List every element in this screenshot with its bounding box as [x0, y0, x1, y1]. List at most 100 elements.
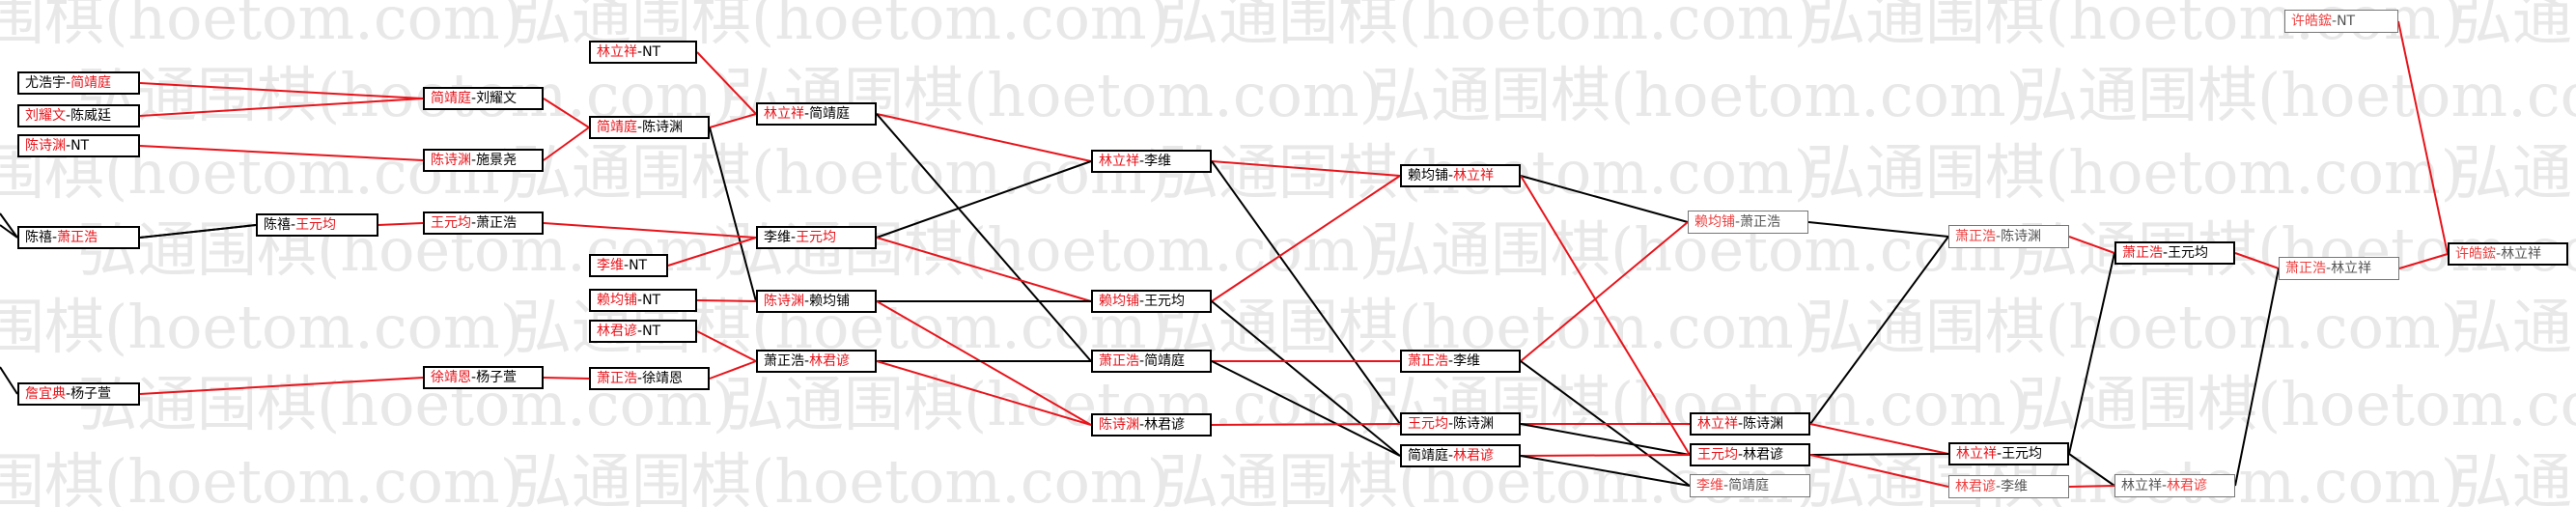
- player-a: 简靖庭: [1408, 448, 1448, 464]
- match-node-g1: 赖均铺-萧正浩: [1688, 211, 1808, 234]
- edge-c1-d1: [696, 51, 757, 115]
- match-node-d4: 萧正浩-林君谚: [756, 350, 877, 373]
- separator: -: [637, 371, 643, 386]
- watermark-text: 弘通围棋(hoetom.com): [1806, 137, 2464, 208]
- watermark-text: 弘通围棋(hoetom.com): [2452, 292, 2576, 362]
- edge-stubL3-a5: [0, 366, 18, 395]
- match-node-c7: 萧正浩-徐靖恩: [589, 367, 710, 390]
- edge-g2-h1: [1809, 236, 1949, 425]
- player-b: 杨子萱: [476, 370, 518, 385]
- edge-h2-i1: [2068, 252, 2115, 455]
- separator: -: [1997, 446, 2002, 462]
- player-b: 林君谚: [2167, 478, 2208, 493]
- player-b: 赖均铺: [809, 294, 851, 309]
- edge-d1-e1: [876, 113, 1092, 162]
- edge-h3-i2: [2068, 485, 2115, 488]
- match-node-c3: 王元均-萧正浩: [423, 211, 544, 235]
- edge-d2-e1: [876, 160, 1092, 239]
- player-a: 林立祥: [1956, 446, 1997, 462]
- match-node-c5: 赖均铺-NT: [589, 289, 697, 312]
- player-b: 萧正浩: [476, 215, 518, 231]
- match-node-i2: 林立祥-林君谚: [2114, 474, 2235, 497]
- player-b: 陈诗渊: [642, 120, 684, 135]
- separator: -: [2326, 261, 2332, 276]
- player-b: 林立祥: [2331, 261, 2372, 276]
- edge-b4-c7: [543, 377, 590, 380]
- edge-g3-h2: [1809, 453, 1949, 456]
- separator: -: [637, 324, 643, 339]
- player-a: 林立祥: [597, 44, 637, 60]
- match-node-h1: 萧正浩-陈诗渊: [1948, 225, 2069, 248]
- player-a: 陈诗渊: [764, 294, 804, 309]
- player-b: 陈威廷: [70, 108, 112, 124]
- edge-a2-b1: [139, 98, 424, 117]
- match-node-g3: 王元均-林君谚: [1690, 443, 1810, 466]
- player-b: 陈诗渊: [2001, 229, 2042, 244]
- player-a: 林立祥: [1099, 154, 1139, 169]
- player-b: 王元均: [796, 230, 837, 245]
- separator: -: [1448, 448, 1454, 464]
- separator: -: [804, 353, 810, 369]
- player-a: 简靖庭: [597, 120, 637, 135]
- match-node-c4: 李维-NT: [589, 254, 668, 277]
- player-b: NT: [2337, 14, 2356, 29]
- edge-e2-f4: [1211, 300, 1401, 457]
- player-b: 王元均: [295, 217, 337, 233]
- player-b: 刘耀文: [476, 91, 518, 106]
- player-b: 简靖庭: [70, 75, 112, 91]
- edge-f4-g3: [1520, 454, 1691, 457]
- match-node-f1: 赖均铺-林立祥: [1400, 164, 1521, 187]
- player-a: 尤浩宇: [25, 75, 66, 91]
- match-node-d2: 李维-王元均: [756, 226, 877, 249]
- player-a: 赖均铺: [1099, 294, 1139, 309]
- match-node-e4: 陈诗渊-林君谚: [1091, 413, 1212, 437]
- watermark-text: 弘通围棋(hoetom.com): [1159, 0, 1817, 53]
- player-b: 王元均: [1144, 294, 1186, 309]
- match-node-k1: 许皓鋐-NT: [2284, 10, 2398, 33]
- edge-c6-d4: [696, 330, 757, 362]
- player-b: 杨子萱: [70, 386, 112, 402]
- player-a: 王元均: [1408, 416, 1448, 432]
- player-b: 简靖庭: [1144, 353, 1186, 369]
- watermark-text: 弘通围棋(hoetom.com): [0, 446, 523, 507]
- edge-stubL2-a4: [0, 224, 18, 239]
- edge-stubL-a4: [0, 212, 18, 239]
- match-node-b1: 简靖庭-刘耀文: [423, 87, 544, 110]
- separator: -: [637, 44, 643, 60]
- edge-g3-h3: [1809, 454, 1949, 488]
- player-b: 林君谚: [1453, 448, 1495, 464]
- separator: -: [471, 153, 477, 168]
- player-a: 陈禧: [264, 217, 291, 233]
- edge-c7-d4: [709, 360, 757, 380]
- separator: -: [1996, 479, 2002, 494]
- edge-h1-i1: [2068, 236, 2115, 254]
- watermark-text: 弘通围棋(hoetom.com): [2452, 0, 2576, 53]
- separator: -: [1996, 229, 2002, 244]
- player-a: 陈诗渊: [25, 138, 66, 154]
- player-b: 萧正浩: [1740, 214, 1781, 230]
- player-b: 简靖庭: [1728, 478, 1770, 493]
- player-a: 萧正浩: [597, 371, 637, 386]
- watermark-text: 弘通围棋(hoetom.com): [0, 292, 523, 362]
- edge-e4-f3: [1211, 423, 1401, 426]
- watermark-text: 弘通围棋(hoetom.com): [2452, 446, 2576, 507]
- match-node-g2: 林立祥-陈诗渊: [1690, 412, 1810, 436]
- player-a: 萧正浩: [1099, 353, 1139, 369]
- edge-f1-g3: [1520, 175, 1691, 456]
- player-a: 萧正浩: [1408, 353, 1448, 369]
- player-b: 李维: [1453, 353, 1481, 369]
- separator: -: [52, 230, 58, 245]
- separator: -: [66, 75, 71, 91]
- match-node-a4: 陈禧-萧正浩: [17, 226, 140, 249]
- match-node-h2: 林立祥-王元均: [1948, 442, 2069, 465]
- edge-g1-h1: [1807, 221, 1949, 238]
- edge-f4-g4: [1520, 455, 1691, 487]
- watermark-text: 弘通围棋(hoetom.com): [1371, 60, 2030, 130]
- player-b: NT: [70, 138, 90, 154]
- edge-c3-d2: [543, 222, 757, 239]
- player-a: 赖均铺: [1408, 168, 1448, 183]
- player-a: 李维: [597, 258, 624, 273]
- watermark-text: 弘通围棋(hoetom.com): [0, 0, 523, 53]
- separator: -: [637, 120, 643, 135]
